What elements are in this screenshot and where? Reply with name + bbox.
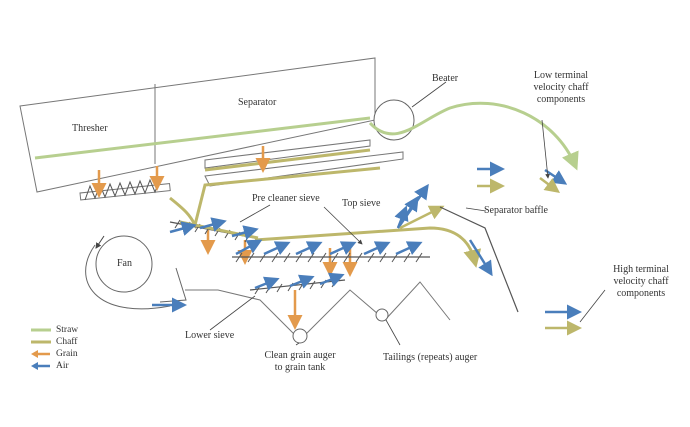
legend: Straw Chaff Grain Air [30,324,78,372]
lower-sieve-label: Lower sieve [185,330,235,341]
chaff-arrows [399,177,582,336]
air-arrow-icon [31,362,50,370]
separator-label: Separator [238,97,277,108]
high-chaff-line-3: components [616,288,666,299]
chaff-swatch [31,340,51,344]
straw-flow-out [368,101,579,171]
top-sieve [232,252,430,263]
low-chaff-label: Low terminal velocity chaff components [521,70,601,106]
legend-item-air: Air [30,360,78,372]
lower-sieve [249,278,346,295]
low-chaff-line-3: components [536,94,586,105]
straw-swatch [31,328,51,332]
low-chaff-line-2: velocity chaff [533,82,589,93]
high-chaff-label: High terminal velocity chaff components [598,264,684,300]
fan-label: Fan [117,258,132,269]
clean-grain-auger-line-2: to grain tank [274,362,326,373]
chaff-flow-top-sieve [254,226,482,268]
beater-label: Beater [432,73,459,84]
tailings-auger-label: Tailings (repeats) auger [383,352,478,363]
clean-grain-auger-circle [292,328,308,344]
legend-label-straw: Straw [56,325,79,335]
legend-label-chaff: Chaff [56,337,78,347]
legend-label-air: Air [56,361,69,371]
separator-baffle-label: Separator baffle [484,205,548,216]
legend-item-chaff: Chaff [30,336,78,348]
legend-item-straw: Straw [30,324,78,336]
high-chaff-line-1: High terminal [613,264,669,275]
separator-grate [204,139,404,187]
straw-flow-main [34,116,371,160]
fan-housing [85,235,187,310]
low-chaff-line-1: Low terminal [533,70,589,81]
high-chaff-line-2: velocity chaff [613,276,669,287]
top-sieve-label: Top sieve [342,198,381,209]
clean-grain-auger-line-1: Clean grain auger [264,350,336,361]
separator-baffle [439,206,519,313]
tailings-auger-circle [375,308,389,322]
thresher-label: Thresher [72,123,108,134]
clean-grain-auger-label: Clean grain auger to grain tank [250,350,350,374]
legend-item-grain: Grain [30,348,78,360]
grain-arrow-icon [31,350,50,358]
leader-lines [209,81,606,346]
grain-pan-troughs [185,281,451,341]
air-arrows [152,161,582,320]
pre-cleaner-sieve-label: Pre cleaner sieve [252,193,320,204]
legend-label-grain: Grain [56,349,78,359]
